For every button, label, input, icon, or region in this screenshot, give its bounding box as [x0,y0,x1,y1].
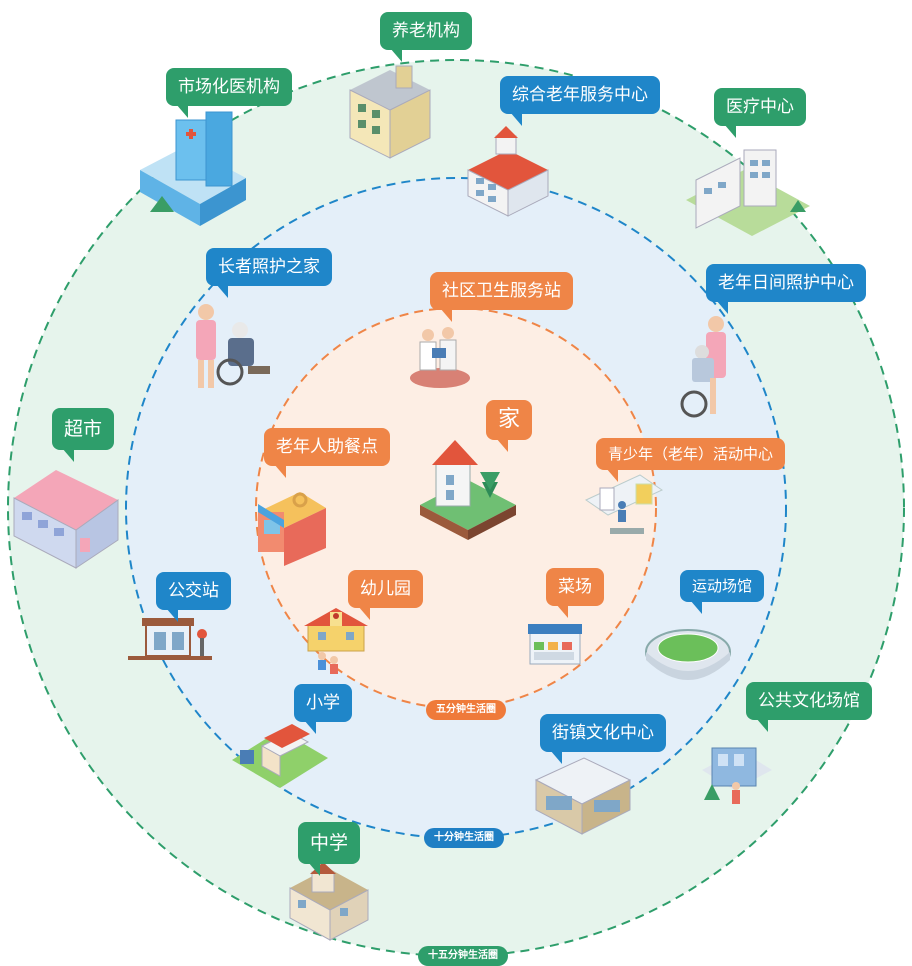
home-icon [420,440,516,540]
public-culture-label: 公共文化场馆 [746,682,872,732]
culture-center-icon [534,757,632,835]
culture-center-label: 街镇文化中心 [540,714,666,764]
kindergarten-icon [304,608,368,674]
inner-ring-tag: 五分钟生活圈 [426,700,506,720]
day-care-icon [680,316,726,418]
primary-school-icon [232,724,328,788]
primary-school-label: 小学 [294,684,352,734]
bus-stop-label: 公交站 [156,572,231,622]
medical-center-icon [686,149,810,236]
canteen-label: 老年人助餐点 [264,428,390,478]
supermarket-icon [13,470,119,569]
outer-ring-tag: 十五分钟生活圈 [418,946,508,966]
senior-service-label: 综合老年服务中心 [500,76,660,126]
clinic-icon [410,327,470,388]
middle-school-label: 中学 [298,822,361,876]
home-label: 家 [486,400,533,452]
youth-center-label: 青少年（老年）活动中心 [596,438,786,482]
clinic-label: 社区卫生服务站 [430,272,573,322]
middle-ring-tag: 十分钟生活圈 [424,828,504,848]
nursing-label: 养老机构 [380,12,472,62]
senior-service-icon [467,126,549,217]
middle-school-icon [289,862,369,941]
private-hospital-label: 市场化医机构 [166,68,292,118]
supermarket-label: 超市 [52,408,115,462]
stadium-icon [645,629,731,680]
kindergarten-label: 幼儿园 [348,570,423,620]
youth-center-icon [584,474,664,534]
stadium-label: 运动场馆 [680,570,765,614]
market-icon [528,624,582,665]
bus-stop-icon [128,618,212,660]
private-hospital-icon [140,111,246,226]
nursing-icon [349,65,431,159]
canteen-icon [258,492,326,566]
elderly-home-label: 长者照护之家 [206,248,332,298]
public-culture-icon [702,747,772,804]
day-care-label: 老年日间照护中心 [706,264,866,314]
elderly-home-icon [196,304,270,388]
medical-center-label: 医疗中心 [714,88,806,138]
market-label: 菜场 [546,568,604,618]
